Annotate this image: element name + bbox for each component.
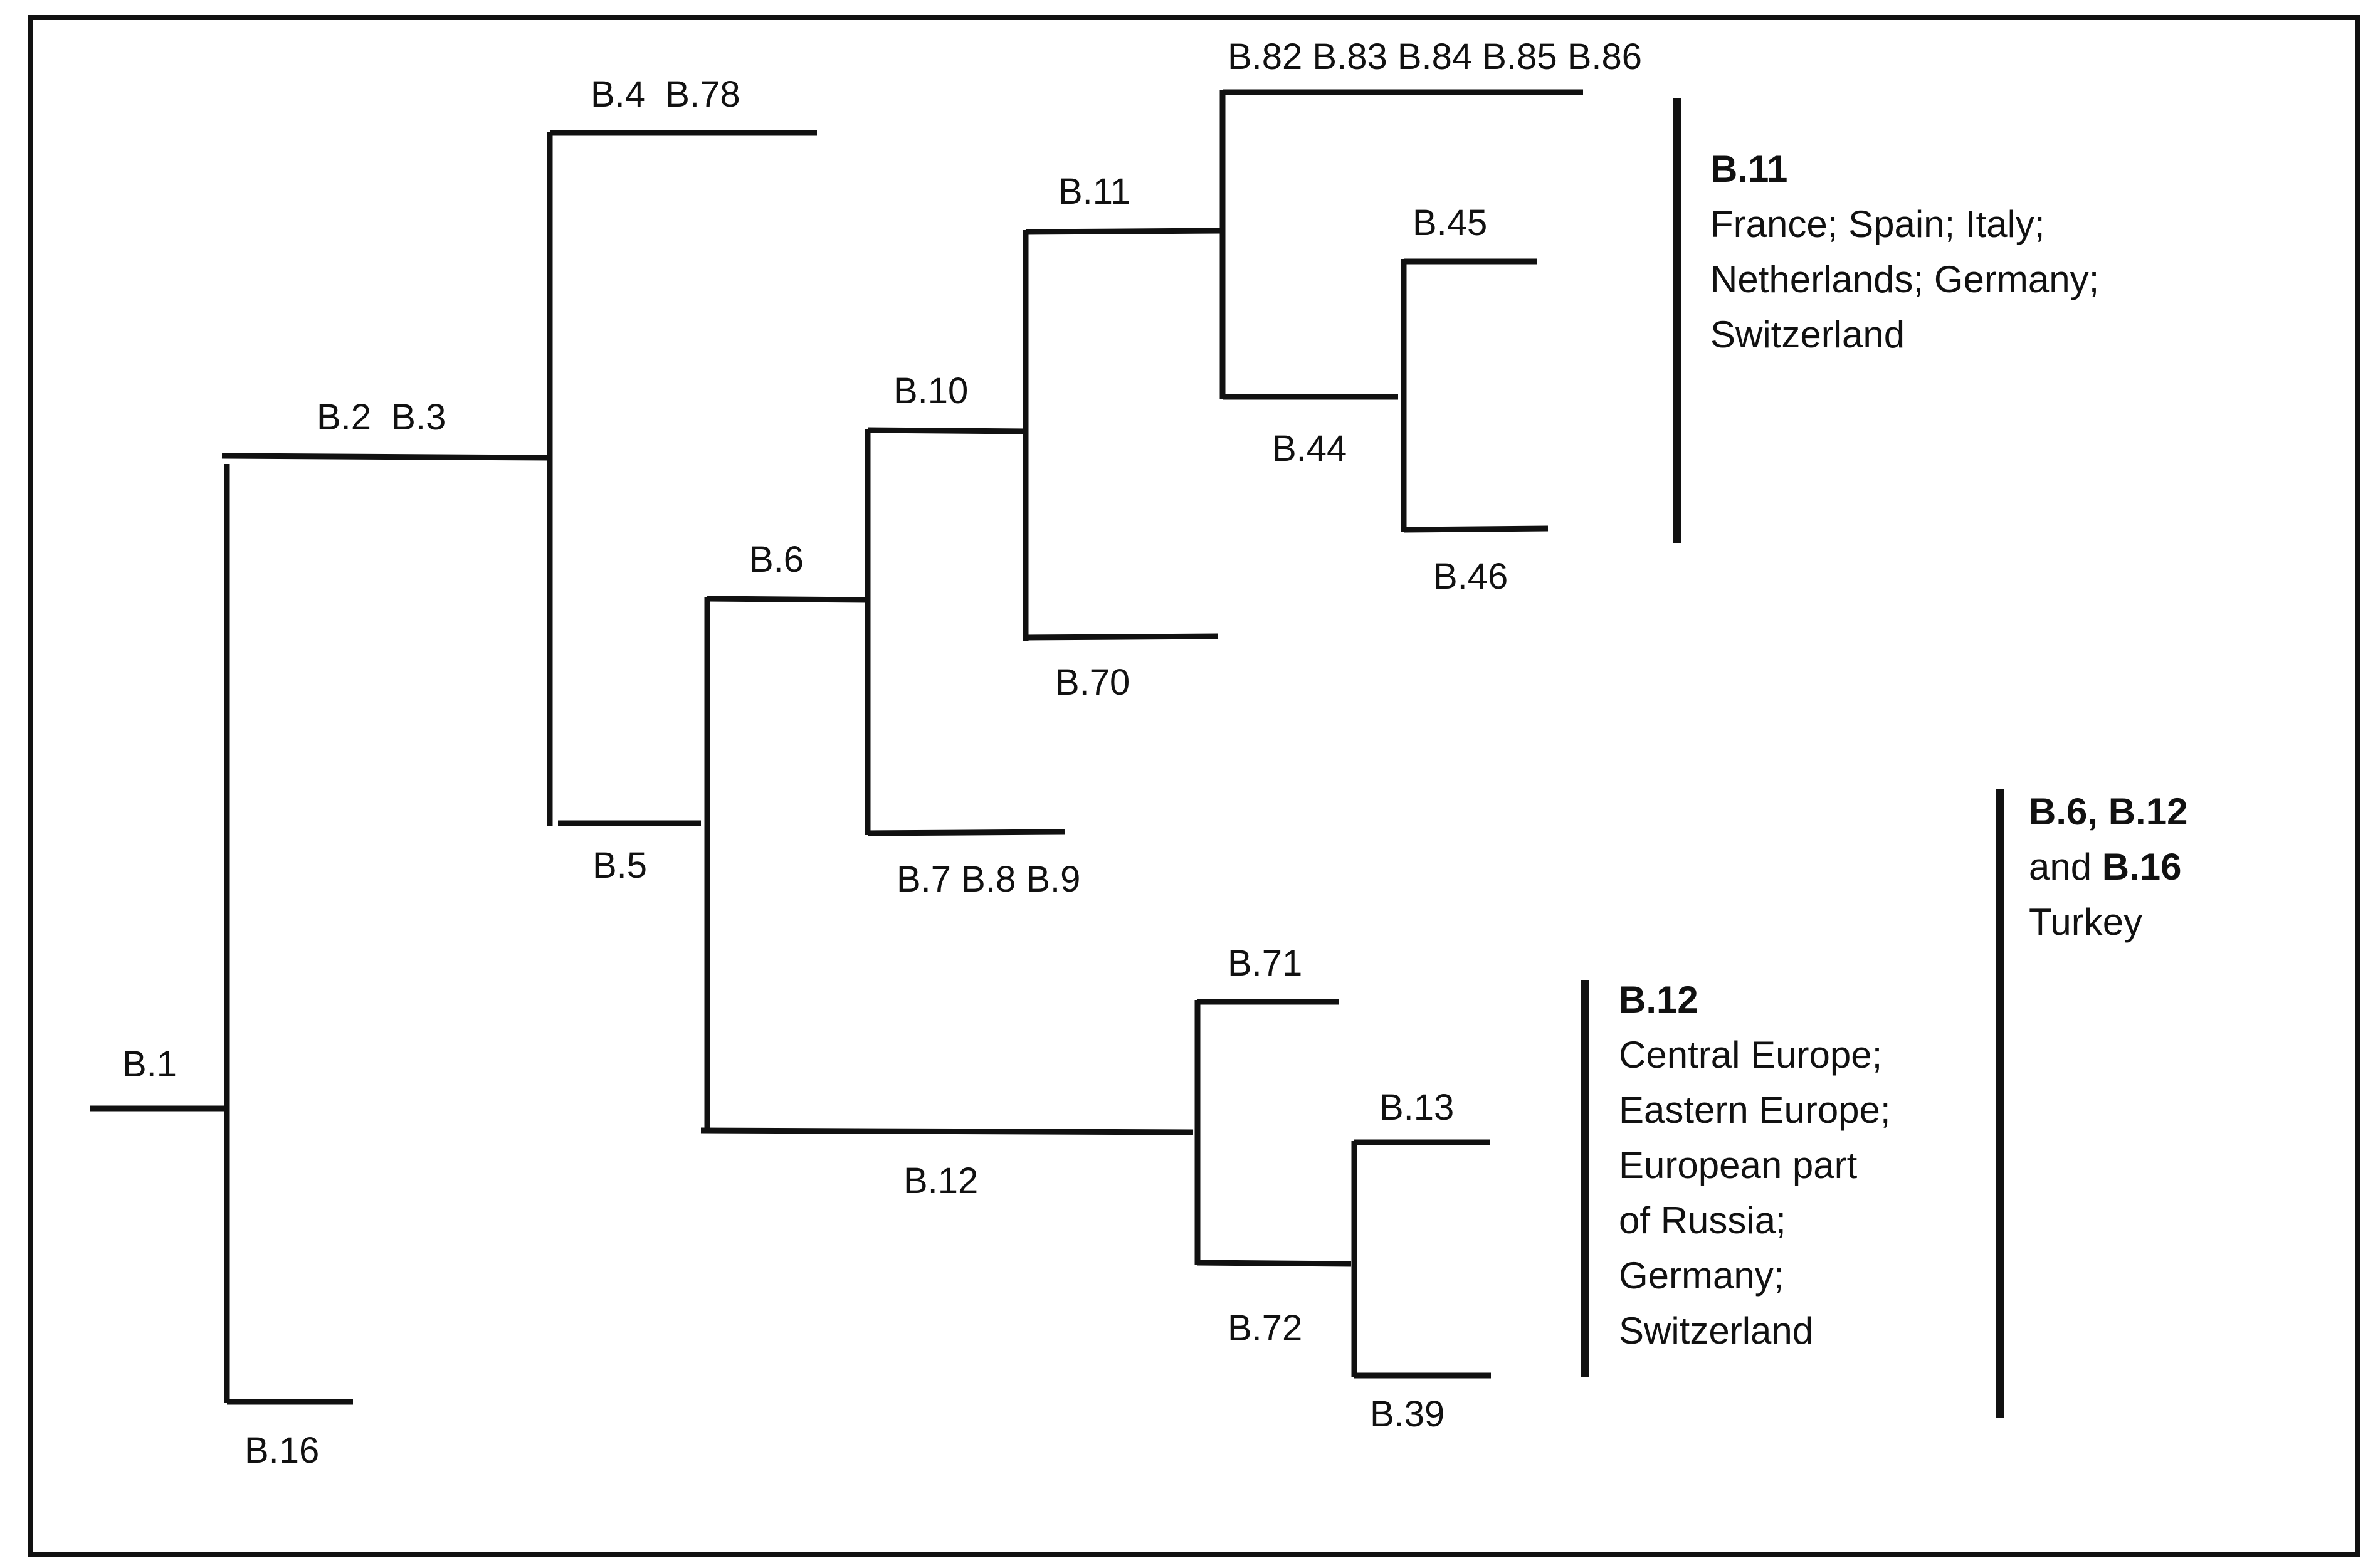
branch-b12 xyxy=(700,1127,1194,1135)
b11-region-line-3: Switzerland xyxy=(1710,313,1905,355)
label-b7-b8-b9: B.7 B.8 B.9 xyxy=(897,859,1080,900)
label-b11: B.11 xyxy=(1058,171,1130,212)
b12-region-line-2: Eastern Europe; xyxy=(1619,1089,1891,1131)
branch-b72 xyxy=(1197,1260,1352,1267)
label-b13: B.13 xyxy=(1379,1087,1454,1128)
b12-region-annotation: B.12 Central Europe; Eastern Europe; Eur… xyxy=(1581,979,1891,1377)
turkey-region-title-line-2: and B.16 xyxy=(2029,846,2182,888)
branch-b10 xyxy=(867,427,1026,434)
turkey-region-b16: B.16 xyxy=(2102,846,2182,888)
branch-b46 xyxy=(1403,525,1549,533)
b11-region-line-1: France; Spain; Italy; xyxy=(1710,203,2045,245)
label-b10: B.10 xyxy=(893,371,968,411)
branch-b70 xyxy=(1025,633,1219,641)
branch-b6 xyxy=(707,596,868,603)
b12-region-line-1: Central Europe; xyxy=(1619,1034,1882,1076)
label-b72: B.72 xyxy=(1228,1308,1302,1349)
branch-b11 xyxy=(1025,228,1223,235)
b12-region-line-3: European part xyxy=(1619,1144,1858,1186)
b11-region-annotation: B.11 France; Spain; Italy; Netherlands; … xyxy=(1673,98,2099,543)
b12-region-line-6: Switzerland xyxy=(1619,1310,1813,1352)
label-b6: B.6 xyxy=(749,539,804,580)
label-b39: B.39 xyxy=(1370,1394,1444,1434)
turkey-region-line-1: Turkey xyxy=(2029,901,2142,943)
label-b45: B.45 xyxy=(1413,203,1487,243)
turkey-region-annotation: B.6, B.12 and B.16 Turkey xyxy=(1996,789,2187,1418)
b12-region-title: B.12 xyxy=(1619,979,1698,1021)
label-b4-b78: B.4 B.78 xyxy=(591,74,740,115)
label-b44: B.44 xyxy=(1272,428,1347,469)
label-b2-b3: B.2 B.3 xyxy=(317,397,446,438)
turkey-region-and-word: and xyxy=(2029,846,2102,888)
b11-region-line-2: Netherlands; Germany; xyxy=(1710,258,2099,300)
lineage-labels: B.1 B.16 B.2 B.3 B.4 B.78 B.5 B.6 B.7 B.… xyxy=(122,36,1642,1471)
branch-b7-b8-b9 xyxy=(867,829,1065,836)
label-b71: B.71 xyxy=(1228,943,1302,984)
label-b46: B.46 xyxy=(1433,556,1508,597)
label-b82-b86: B.82 B.83 B.84 B.85 B.86 xyxy=(1228,36,1642,77)
b12-region-line-5: Germany; xyxy=(1619,1255,1784,1297)
b12-region-line-4: of Russia; xyxy=(1619,1199,1786,1241)
tree-branches xyxy=(90,89,1583,1405)
diagram-frame xyxy=(28,15,2360,1557)
b11-region-title: B.11 xyxy=(1710,148,1787,190)
label-b1: B.1 xyxy=(122,1044,177,1085)
label-b70: B.70 xyxy=(1055,662,1130,703)
turkey-region-title: B.6, B.12 xyxy=(2029,791,2187,833)
label-b12: B.12 xyxy=(903,1160,978,1201)
label-b5: B.5 xyxy=(592,845,647,886)
branch-b2-b3 xyxy=(221,453,550,461)
label-b16: B.16 xyxy=(245,1430,319,1471)
